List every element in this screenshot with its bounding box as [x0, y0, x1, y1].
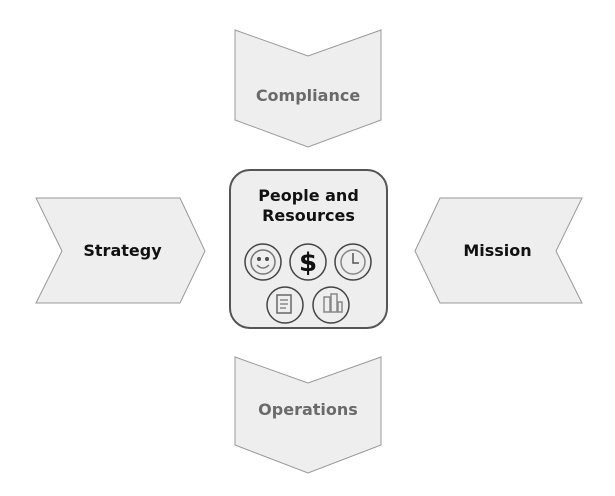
- center-box: [229, 169, 388, 329]
- operations-chevron: [234, 356, 382, 474]
- clipboard-icon: [266, 286, 304, 324]
- buildings-icon: [312, 286, 350, 324]
- strategy-label: Strategy: [83, 241, 162, 260]
- strategy-chevron: [35, 197, 206, 304]
- mission-chevron: [414, 197, 583, 304]
- mission-label: Mission: [463, 241, 532, 260]
- operations-label: Operations: [258, 400, 358, 419]
- smiley-icon: [244, 243, 282, 281]
- center-title-line1: People and: [258, 186, 359, 205]
- center-title: People and Resources: [230, 186, 387, 226]
- clock-icon: [334, 243, 372, 281]
- center-title-line2: Resources: [262, 206, 355, 225]
- compliance-chevron: [234, 29, 382, 148]
- compliance-label: Compliance: [255, 86, 361, 105]
- dollar-icon: $: [289, 243, 327, 281]
- svg-text:$: $: [299, 248, 317, 278]
